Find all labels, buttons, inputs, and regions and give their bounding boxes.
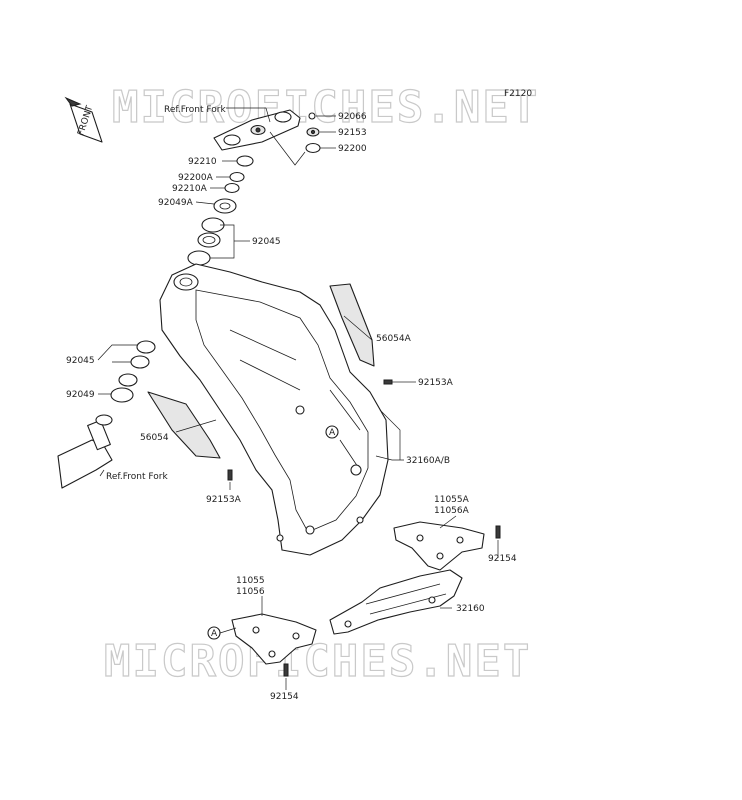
label-92153: 92153 (338, 128, 367, 138)
part-92210A (224, 182, 240, 194)
main-frame (159, 263, 389, 556)
part-92200-washer (305, 142, 321, 154)
label-92049A: 92049A (158, 198, 194, 208)
diagram-id: F2120 (504, 89, 532, 99)
upper-triple-clamp (213, 109, 301, 151)
part-56054-cover (147, 391, 221, 459)
svg-text:A: A (211, 629, 218, 639)
part-92045-bearing-left (130, 340, 156, 369)
label-92153A-bottom: 92153A (206, 495, 242, 505)
front-fork-ref (57, 414, 113, 489)
part-92066 (308, 112, 316, 120)
label-11055: 11055 (236, 576, 265, 586)
label-92210: 92210 (188, 157, 217, 167)
label-32160: 32160 (456, 604, 485, 614)
bolt-92154-bottom (283, 663, 289, 677)
label-92045-top: 92045 (252, 237, 281, 247)
leader-lines (97, 107, 457, 690)
part-92210 (236, 155, 254, 167)
bolt-92154-right (495, 525, 501, 558)
svg-text:A: A (329, 428, 336, 438)
callout-a-bottom: A (207, 626, 237, 640)
bracket-11055 (231, 613, 317, 665)
label-56054: 56054 (140, 433, 169, 443)
part-56054A-cover (329, 283, 375, 367)
part-92200A (229, 171, 245, 183)
label-ref-front-fork-bottom: Ref.Front Fork (106, 472, 168, 482)
front-arrow-icon: FRONT (64, 96, 103, 143)
label-56054A: 56054A (376, 334, 412, 344)
label-92066: 92066 (338, 112, 367, 122)
part-92049-seal-left (110, 373, 138, 403)
label-32160AB: 32160A/B (406, 456, 450, 466)
label-11056: 11056 (236, 587, 265, 597)
part-92045-bearing-top (187, 217, 225, 266)
label-92200: 92200 (338, 144, 367, 154)
callout-a-frame: A (325, 425, 339, 439)
label-11056A: 11056A (434, 506, 470, 516)
part-92049A-seal (213, 198, 237, 214)
label-ref-front-fork-top: Ref.Front Fork (164, 105, 226, 115)
bolt-92153A-bottom (227, 469, 233, 481)
label-92153A-top: 92153A (418, 378, 454, 388)
label-92210A: 92210A (172, 184, 208, 194)
part-92153-nut (306, 127, 320, 137)
frame-rail-32160 (329, 569, 463, 635)
label-92049: 92049 (66, 390, 95, 400)
label-92154-right: 92154 (488, 554, 517, 564)
label-92045-left: 92045 (66, 356, 95, 366)
label-11055A: 11055A (434, 495, 470, 505)
watermark-top: MICROFICHES.NET (112, 82, 539, 133)
label-92154-bottom: 92154 (270, 692, 299, 702)
watermark-bottom: MICROFICHES.NET (104, 636, 531, 687)
bracket-11055A (393, 521, 485, 571)
bolt-92153A-top (383, 379, 402, 385)
label-92200A: 92200A (178, 173, 214, 183)
